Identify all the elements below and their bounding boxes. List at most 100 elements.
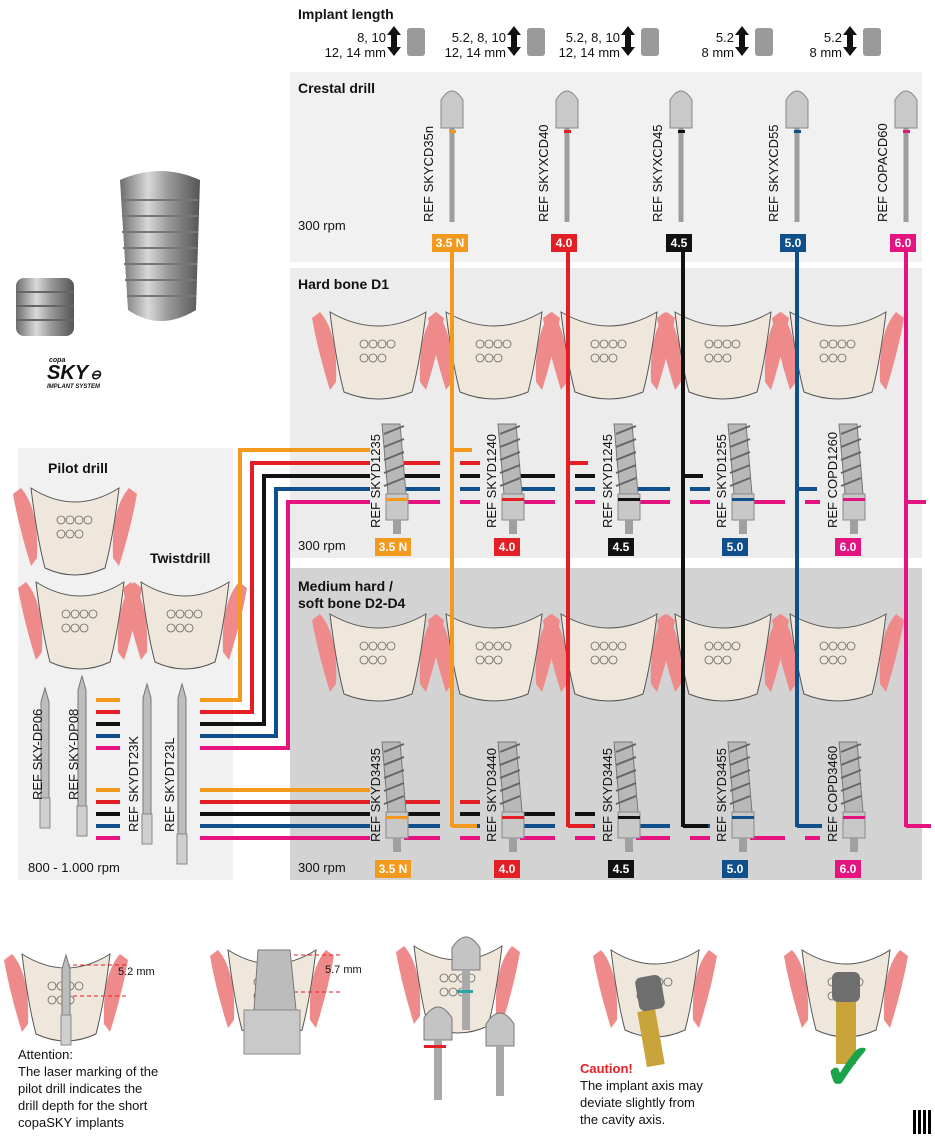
implant-length-line2: 8 mm	[778, 45, 842, 60]
pilot-ref-2: REF SKY-DP08	[66, 709, 81, 800]
medium-size-badge: 4.5	[608, 860, 634, 878]
implant-length-line2: 12, 14 mm	[322, 45, 386, 60]
medium-size-badge: 6.0	[835, 860, 861, 878]
crestal-ref-1: REF SKYCD35n	[421, 126, 436, 222]
caution-title: Caution!	[580, 1060, 703, 1077]
twist-bone-illustration-2	[123, 582, 247, 669]
implant-length-line2: 12, 14 mm	[442, 45, 506, 60]
twist-drill-2	[177, 684, 187, 864]
implant-length-line1: 5.2	[670, 30, 734, 45]
hard-size-badge: 6.0	[835, 538, 861, 556]
medium-size-badge: 3.5 N	[375, 860, 411, 878]
implant-length-line1: 5.2	[778, 30, 842, 45]
attention-line-4: copaSKY implants	[18, 1114, 158, 1131]
medium-size-badge: 5.0	[722, 860, 748, 878]
hard-bone-illustration	[772, 312, 904, 399]
crestal-size-badge: 5.0	[780, 234, 806, 252]
medium-bone-illustration	[657, 614, 789, 701]
crestal-size-badge: 4.5	[666, 234, 692, 252]
crestal-size-badge: 4.0	[551, 234, 577, 252]
crestal-ref-5: REF COPACD60	[875, 123, 890, 222]
pilot-ref-3: REF SKYDT23K	[126, 736, 141, 832]
medium-ref-3: REF SKYD3445	[600, 748, 615, 842]
medium-bone-drill	[728, 742, 754, 852]
medium-ref-4: REF SKYD3455	[714, 748, 729, 842]
medium-bone-drill	[839, 742, 865, 852]
hard-ref-3: REF SKYD1245	[600, 434, 615, 528]
medium-bone-illustration	[772, 614, 904, 701]
checkmark-icon: ✓	[822, 1035, 876, 1099]
bottom-pilot-drill	[61, 955, 71, 1045]
attention-note: Attention: The laser marking of the pilo…	[18, 1046, 158, 1131]
hard-bone-illustration	[543, 312, 675, 399]
pilot-ref-1: REF SKY-DP06	[30, 709, 45, 800]
crestal-size-badge: 6.0	[890, 234, 916, 252]
hard-bone-drill	[728, 424, 754, 534]
pilot-ref-4: REF SKYDT23L	[162, 737, 177, 832]
crestal-size-badge: 3.5 N	[432, 234, 468, 252]
medium-bone-drill	[382, 742, 408, 852]
hard-ref-4: REF SKYD1255	[714, 434, 729, 528]
medium-bone-illustration	[312, 614, 444, 701]
medium-bone-illustration	[543, 614, 675, 701]
datamatrix-code	[913, 1110, 933, 1134]
hard-bone-drill	[498, 424, 524, 534]
length-arrow-icon	[735, 26, 773, 56]
hard-size-badge: 5.0	[722, 538, 748, 556]
implant-length-line1: 5.2, 8, 10	[556, 30, 620, 45]
implant-length-line1: 8, 10	[322, 30, 386, 45]
attention-title: Attention:	[18, 1046, 158, 1063]
hard-bone-illustration	[312, 312, 444, 399]
hard-bone-illustration	[428, 312, 560, 399]
implant-length-line2: 8 mm	[670, 45, 734, 60]
length-arrow-icon	[621, 26, 659, 56]
hard-size-badge: 4.5	[608, 538, 634, 556]
attention-line-1: The laser marking of the	[18, 1063, 158, 1080]
hard-ref-2: REF SKYD1240	[484, 434, 499, 528]
implant-length-line2: 12, 14 mm	[556, 45, 620, 60]
crestal-drill	[441, 91, 463, 222]
medium-ref-5: REF COPD3460	[825, 746, 840, 842]
twist-bone-illustration-1	[18, 582, 142, 669]
depth-label-1: 5.2 mm	[118, 966, 155, 978]
hard-ref-5: REF COPD1260	[825, 432, 840, 528]
medium-ref-2: REF SKYD3440	[484, 748, 499, 842]
length-arrow-icon	[507, 26, 545, 56]
hard-bone-illustration	[657, 312, 789, 399]
hard-bone-drill	[382, 424, 408, 534]
crestal-ref-3: REF SKYXCD45	[650, 124, 665, 222]
crestal-drill	[670, 91, 692, 222]
hard-ref-1: REF SKYD1235	[368, 434, 383, 528]
medium-size-badge: 4.0	[494, 860, 520, 878]
depth-label-2: 5.7 mm	[325, 964, 362, 976]
length-arrow-icon	[387, 26, 425, 56]
implant-length-4: 5.28 mm	[670, 30, 734, 60]
crestal-ref-2: REF SKYXCD40	[536, 124, 551, 222]
caution-note: Caution! The implant axis may deviate sl…	[580, 1060, 703, 1128]
medium-bone-drill	[498, 742, 524, 852]
twist-drill-1	[142, 684, 152, 844]
hard-size-badge: 4.0	[494, 538, 520, 556]
caution-line-1: The implant axis may	[580, 1077, 703, 1094]
implant-length-line1: 5.2, 8, 10	[442, 30, 506, 45]
hard-size-badge: 3.5 N	[375, 538, 411, 556]
crestal-ref-4: REF SKYXCD55	[766, 124, 781, 222]
crestal-drill	[895, 91, 917, 222]
caution-line-2: deviate slightly from	[580, 1094, 703, 1111]
hard-bone-drill	[839, 424, 865, 534]
crestal-drill	[556, 91, 578, 222]
medium-bone-illustration	[428, 614, 560, 701]
attention-line-3: drill depth for the short	[18, 1097, 158, 1114]
medium-bone-drill	[614, 742, 640, 852]
caution-line-3: the cavity axis.	[580, 1111, 703, 1128]
attention-line-2: pilot drill indicates the	[18, 1080, 158, 1097]
crestal-drill	[786, 91, 808, 222]
pilot-bone-illustration	[13, 488, 137, 575]
hard-bone-drill	[614, 424, 640, 534]
length-arrow-icon	[843, 26, 881, 56]
medium-ref-1: REF SKYD3435	[368, 748, 383, 842]
